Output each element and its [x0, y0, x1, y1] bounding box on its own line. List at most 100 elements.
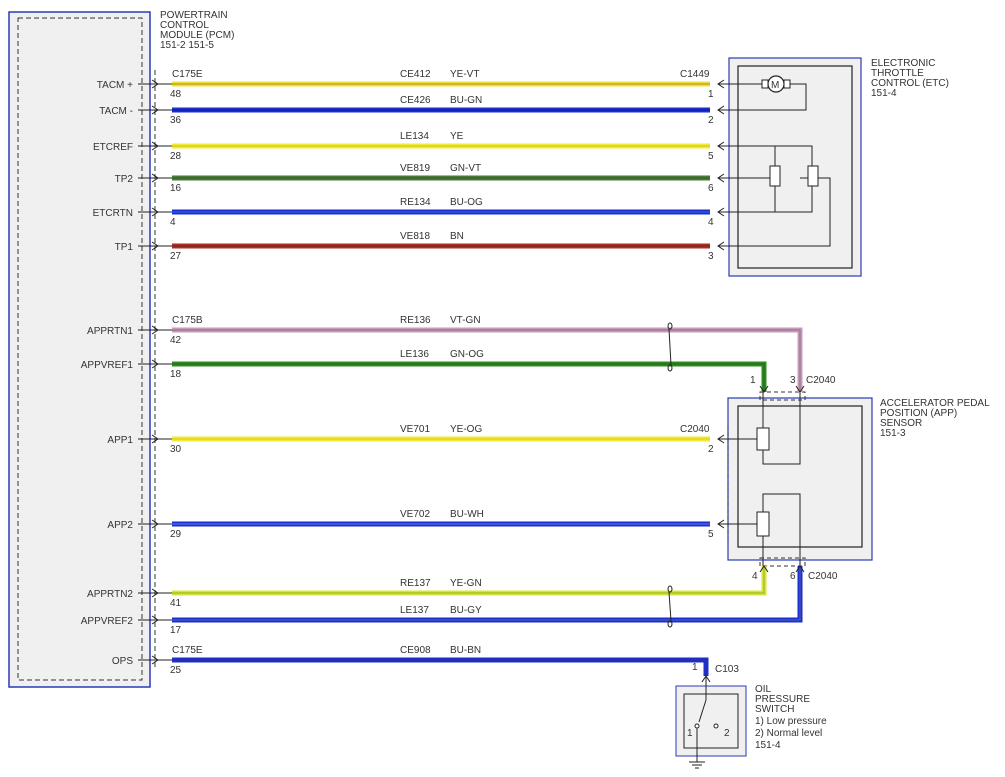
app-connector-bottom-label: C2040 — [808, 571, 838, 582]
motor-symbol: M — [771, 80, 779, 91]
pcm-title-line-1: POWERTRAIN — [160, 10, 228, 21]
ops-title-line-6: 151-4 — [755, 740, 781, 751]
twist-marker-top-1 — [667, 322, 673, 330]
app-connector-arrow-3 — [759, 565, 769, 573]
oil-pressure-switch: 1 2 — [675, 676, 747, 769]
app-title-line-3: SENSOR — [880, 418, 922, 429]
app-pin-6-label: 6 — [790, 571, 796, 582]
pcm-pin-number-appvref1: 18 — [170, 369, 182, 380]
pcm-pin-number-apprtn2: 41 — [170, 598, 182, 609]
connector-label-ops: C175E — [172, 645, 203, 656]
app-title-line-4: 151-3 — [880, 428, 906, 439]
twist-marker-top-2 — [667, 585, 673, 593]
wire-color-ops: BU-BN — [450, 645, 481, 656]
pcm-pin-label-appvref2: APPVREF2 — [81, 616, 134, 627]
ops-title-line-2: PRESSURE — [755, 694, 810, 705]
app-connector-top-dashed — [759, 391, 806, 401]
ops-pos-2-label: 2 — [724, 728, 730, 739]
wire-stripe-apprtn1 — [172, 329, 801, 392]
pcm-pin-label-tp2: TP2 — [115, 174, 134, 185]
app-sensor-2-icon — [756, 511, 770, 537]
app-sensor-1-icon — [756, 427, 770, 451]
ops-contact-1 — [694, 723, 700, 729]
twist-line-2 — [668, 591, 672, 622]
etc-title-line-1: ELECTRONIC — [871, 58, 935, 69]
ops-contact-2 — [713, 723, 719, 729]
far-pin-number-app1: 2 — [708, 444, 714, 455]
pcm-pin-label-app2: APP2 — [107, 520, 133, 531]
wire-color-app2: BU-WH — [450, 509, 484, 520]
ops-pin-label: 1 — [692, 662, 698, 673]
wire-color-tacm: BU-GN — [450, 95, 482, 106]
pcm-pin-number-appvref2: 17 — [170, 625, 182, 636]
pcm-title: POWERTRAIN CONTROL MODULE (PCM) 151-2 15… — [160, 10, 234, 51]
wire-color-apprtn1: VT-GN — [450, 315, 481, 326]
pcm-pin-label-app1: APP1 — [107, 435, 133, 446]
wire-id-etcref: LE134 — [400, 131, 429, 142]
wire-id-appvref2: LE137 — [400, 605, 429, 616]
wire-id-tp2: VE819 — [400, 163, 430, 174]
app-connector-top-label: C2040 — [806, 375, 836, 386]
etc-rtn-wire — [774, 186, 813, 213]
app-connector-bottom-dashed — [759, 557, 806, 567]
connector-label-tacm: C175E — [172, 69, 203, 80]
app-title-line-1: ACCELERATOR PEDAL — [880, 398, 990, 409]
etc-title-line-3: CONTROL (ETC) — [871, 78, 949, 89]
ops-title-line-3: SWITCH — [755, 704, 794, 715]
wire-stripe-appvref2 — [172, 566, 801, 621]
pcm-pin-label-apprtn1: APPRTN1 — [87, 326, 133, 337]
wire-color-etcref: YE — [450, 131, 464, 142]
tp1-wire — [722, 177, 831, 247]
ops-connector-arrow — [701, 675, 711, 683]
ops-title-line-1: OIL — [755, 684, 772, 695]
rtn1-internal — [762, 392, 801, 465]
pcm-pin-number-etcref: 28 — [170, 151, 182, 162]
etc-title: ELECTRONIC THROTTLE CONTROL (ETC) 151-4 — [871, 58, 949, 99]
app-connector-arrow-1 — [759, 385, 769, 393]
twist-marker-bottom-1 — [667, 364, 673, 372]
pcm-pin-number-tacm: 36 — [170, 115, 182, 126]
ops-title-line-4: 1) Low pressure — [755, 716, 827, 727]
etc-component: M — [722, 57, 862, 277]
wire-id-tacm: CE426 — [400, 95, 431, 106]
pcm-pin-number-etcrtn: 4 — [170, 217, 176, 228]
app-title-line-2: POSITION (APP) — [880, 408, 957, 419]
twist-line-1 — [668, 328, 672, 366]
pcm-pin-label-tacm: TACM - — [99, 106, 133, 117]
pcm-pin-number-tacm: 48 — [170, 89, 182, 100]
wire-color-tp1: BN — [450, 231, 464, 242]
wire-color-appvref2: BU-GY — [450, 605, 482, 616]
pcm-pin-number-ops: 25 — [170, 665, 182, 676]
far-pin-number-etcref: 5 — [708, 151, 714, 162]
pcm-pin-number-apprtn1: 42 — [170, 335, 182, 346]
twist-marker-bottom-2 — [667, 620, 673, 628]
wire-id-tacm: CE412 — [400, 69, 431, 80]
ops-switch-arm — [698, 699, 707, 723]
etc-ref-wire — [722, 145, 813, 170]
far-connector-label-tacm: C1449 — [680, 69, 710, 80]
app-sensor-component — [722, 391, 873, 567]
connector-label-apprtn1: C175B — [172, 315, 203, 326]
wire-stripe-apprtn2 — [172, 566, 765, 594]
wire-color-appvref1: GN-OG — [450, 349, 484, 360]
pcm-pin-label-etcrtn: ETCRTN — [93, 208, 133, 219]
app-title: ACCELERATOR PEDAL POSITION (APP) SENSOR … — [880, 398, 990, 439]
wire-id-ops: CE908 — [400, 645, 431, 656]
rtn2-internal — [762, 493, 801, 566]
wire-ops — [172, 657, 709, 676]
pcm-inner-dashed — [17, 17, 143, 681]
motor-brush-left — [761, 79, 769, 89]
wire-id-tp1: VE818 — [400, 231, 430, 242]
etc-outer-box — [728, 57, 862, 277]
wire-color-etcrtn: BU-OG — [450, 197, 483, 208]
far-pin-number-tp1: 3 — [708, 251, 714, 262]
wire-id-app2: VE702 — [400, 509, 430, 520]
wire-id-etcrtn: RE134 — [400, 197, 431, 208]
pcm-pin-label-apprtn2: APPRTN2 — [87, 589, 133, 600]
wire-color-app1: YE-OG — [450, 424, 482, 435]
tp-sensor-2-icon — [807, 165, 819, 187]
ops-connector-label: C103 — [715, 664, 739, 675]
pcm-title-line-4: 151-2 151-5 — [160, 40, 214, 51]
far-pin-number-tacm: 2 — [708, 115, 714, 126]
